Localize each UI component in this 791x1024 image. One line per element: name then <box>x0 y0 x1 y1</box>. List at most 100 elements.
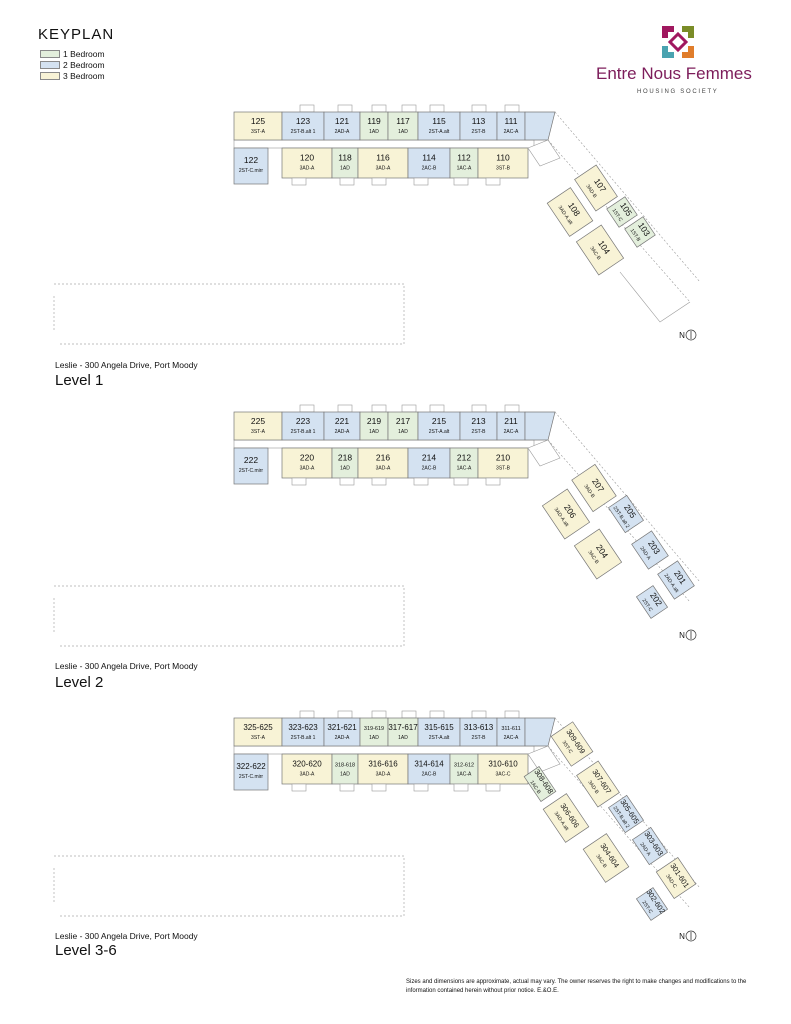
unit-shape <box>233 111 283 141</box>
service-lines <box>547 111 701 303</box>
unit-number: 120 <box>300 153 314 163</box>
unit-number: 212 <box>457 453 471 463</box>
floor-address: Leslie - 300 Angela Drive, Port Moody <box>55 931 198 941</box>
unit-shape <box>331 447 359 479</box>
unit-type: 1AD <box>369 735 379 741</box>
unit-shape <box>233 147 269 185</box>
unit-shape <box>281 447 333 479</box>
unit-number: 325-625 <box>243 723 273 732</box>
legend-item-1-bedroom: 1 Bedroom <box>40 49 105 59</box>
unit-number: 317-617 <box>388 723 418 732</box>
unit-number: 322-622 <box>236 762 266 771</box>
unit-number: 221 <box>335 416 349 426</box>
balcony <box>504 710 520 719</box>
unit-number: 123 <box>296 116 310 126</box>
brand-name: Entre Nous Femmes <box>596 64 752 83</box>
unit-number: 219 <box>367 416 381 426</box>
unit-number: 122 <box>244 155 258 165</box>
balcony <box>339 177 355 186</box>
unit-type: 2AC-A <box>504 129 519 135</box>
unit-type: 1AC-A <box>457 772 472 778</box>
unit-number: 211 <box>504 416 518 426</box>
unit-number: 213 <box>471 416 485 426</box>
unit-221[interactable]: 221 2AD-A <box>323 411 361 441</box>
unit-shape <box>357 753 409 785</box>
unit-type: 2ST-B <box>472 735 487 741</box>
balcony <box>471 104 487 113</box>
unit-type: 2ST-B.alt 1 <box>291 129 316 135</box>
unit-number: 218 <box>338 453 352 463</box>
balcony <box>429 104 445 113</box>
unit-type: 1AD <box>340 166 350 172</box>
unit-123[interactable]: 123 2ST-B.alt 1 <box>281 111 325 141</box>
balcony <box>337 404 353 413</box>
unit-type: 2AD-A <box>335 429 350 435</box>
